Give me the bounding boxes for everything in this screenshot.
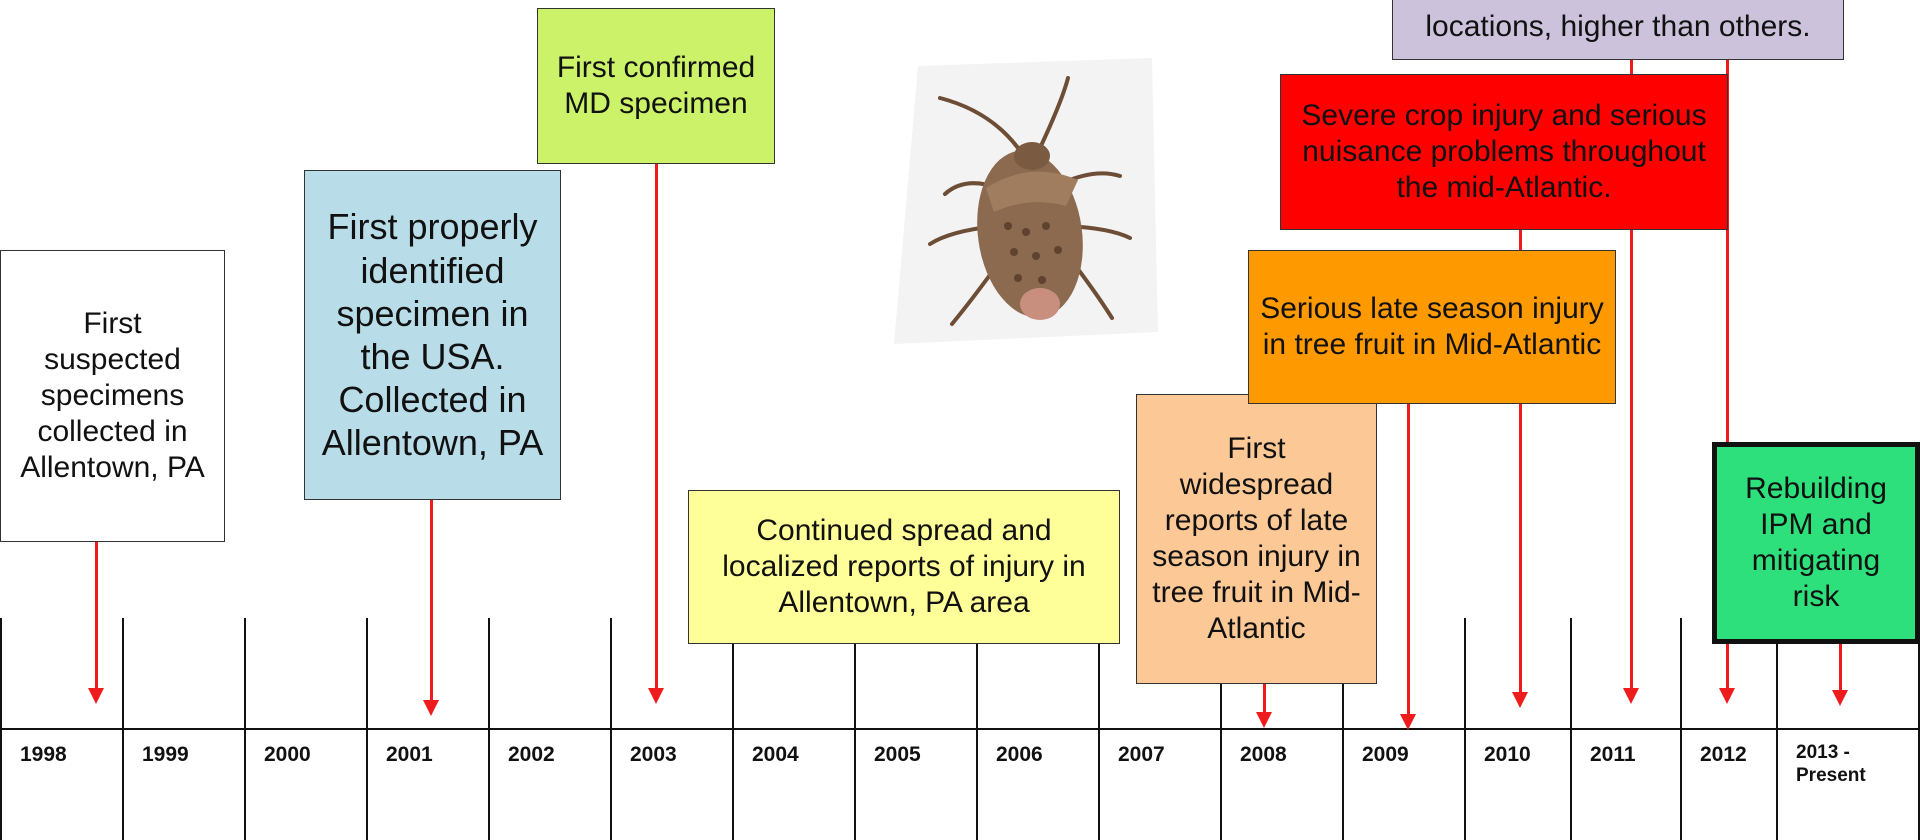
year-divider bbox=[1464, 618, 1466, 840]
year-divider bbox=[488, 618, 490, 840]
year-divider bbox=[976, 618, 978, 840]
year-label-1998: 1998 bbox=[20, 742, 67, 767]
year-divider bbox=[122, 618, 124, 840]
timeline-axis bbox=[0, 728, 1920, 730]
event-box-2001: First properly identified specimen in th… bbox=[304, 170, 561, 500]
event-box-2013: Rebuilding IPM and mitigating risk bbox=[1712, 442, 1920, 644]
event-box-2009: Serious late season injury in tree fruit… bbox=[1248, 250, 1616, 404]
event-box-2010: Severe crop injury and serious nuisance … bbox=[1280, 74, 1728, 230]
year-label-2003: 2003 bbox=[630, 742, 677, 767]
year-label-present: Present bbox=[1796, 765, 1866, 788]
event-text-2011: locations, higher than others. bbox=[1425, 9, 1810, 45]
event-box-2004: Continued spread and localized reports o… bbox=[688, 490, 1120, 644]
year-label-2001: 2001 bbox=[386, 742, 433, 767]
year-label-2000: 2000 bbox=[264, 742, 311, 767]
year-label-2013-line1: 2013 - bbox=[1796, 742, 1866, 765]
year-label-2011: 2011 bbox=[1590, 742, 1636, 767]
event-text-2004: Continued spread and localized reports o… bbox=[699, 513, 1109, 621]
event-text-2009: Serious late season injury in tree fruit… bbox=[1259, 291, 1605, 363]
event-box-1998: First suspected specimens collected in A… bbox=[0, 250, 225, 542]
year-divider bbox=[244, 618, 246, 840]
year-divider bbox=[1570, 618, 1572, 840]
event-text-1998: First suspected specimens collected in A… bbox=[11, 306, 214, 486]
year-label-1999: 1999 bbox=[142, 742, 189, 767]
year-label-2002: 2002 bbox=[508, 742, 555, 767]
year-label-2006: 2006 bbox=[996, 742, 1043, 767]
year-divider bbox=[1776, 618, 1778, 840]
event-text-2013: Rebuilding IPM and mitigating risk bbox=[1727, 471, 1905, 615]
event-text-2003: First confirmed MD specimen bbox=[548, 50, 764, 122]
event-box-2008: First widespread reports of late season … bbox=[1136, 394, 1377, 684]
year-label-2012: 2012 bbox=[1700, 742, 1747, 767]
year-divider bbox=[366, 618, 368, 840]
year-label-2004: 2004 bbox=[752, 742, 799, 767]
event-text-2010: Severe crop injury and serious nuisance … bbox=[1291, 98, 1717, 206]
year-label-2013: 2013 - Present bbox=[1796, 742, 1866, 788]
event-box-2011: locations, higher than others. bbox=[1392, 0, 1844, 60]
year-divider bbox=[0, 618, 2, 840]
stink-bug-image bbox=[890, 56, 1158, 348]
year-label-2010: 2010 bbox=[1484, 742, 1531, 767]
event-text-2001: First properly identified specimen in th… bbox=[315, 205, 550, 464]
year-divider bbox=[1680, 618, 1682, 840]
year-label-2008: 2008 bbox=[1240, 742, 1287, 767]
year-label-2005: 2005 bbox=[874, 742, 921, 767]
event-text-2008: First widespread reports of late season … bbox=[1147, 431, 1366, 647]
year-divider bbox=[732, 618, 734, 840]
year-divider bbox=[610, 618, 612, 840]
year-divider bbox=[854, 618, 856, 840]
year-label-2007: 2007 bbox=[1118, 742, 1165, 767]
year-label-2009: 2009 bbox=[1362, 742, 1409, 767]
year-divider bbox=[1098, 618, 1100, 840]
event-box-2003: First confirmed MD specimen bbox=[537, 8, 775, 164]
